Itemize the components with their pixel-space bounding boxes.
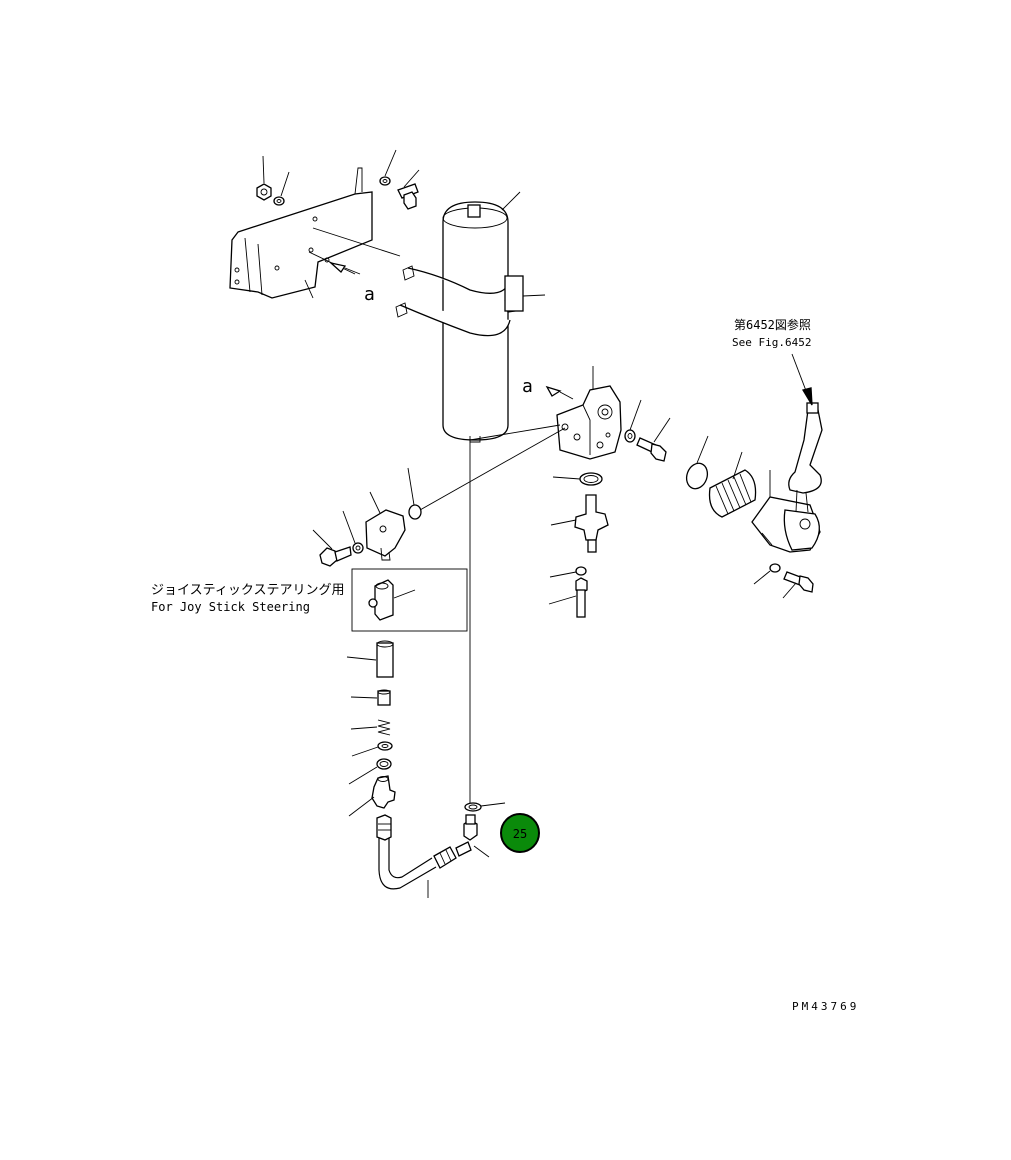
valve-block	[556, 366, 622, 460]
bracket-bolt	[397, 183, 419, 210]
callout-number[interactable]: 25	[513, 827, 527, 841]
elbow-adapter	[463, 814, 478, 841]
callout-circle[interactable]	[500, 813, 540, 853]
valve-bolt	[636, 417, 671, 462]
bracket-washer	[273, 196, 285, 206]
callout-badge-25[interactable]: 25	[500, 813, 540, 853]
stack-washer	[351, 741, 393, 757]
elbow-block	[365, 491, 406, 561]
reference-arrow	[791, 353, 813, 406]
stack-oring	[348, 758, 392, 785]
valve-to-oring-line	[419, 427, 566, 511]
valve-cartridge	[550, 494, 609, 553]
spring	[350, 719, 391, 736]
filter-housing	[751, 470, 821, 553]
valve-washer	[624, 399, 642, 443]
tee-connector	[348, 775, 396, 817]
filter-oring	[685, 435, 709, 490]
view-a-label-valve: a	[522, 376, 533, 397]
mounting-bracket	[229, 167, 373, 299]
bracket-leaders	[262, 149, 420, 299]
reference-note-jp: 第6452図参照	[734, 317, 811, 332]
spool	[350, 689, 391, 706]
valve-to-tank-line	[469, 424, 561, 441]
bracket-washer-2	[379, 176, 391, 186]
joystick-option-box	[351, 568, 468, 632]
elbow-washer	[342, 510, 364, 554]
view-a-label-bracket: a	[364, 284, 375, 305]
cartridge-bolt	[548, 577, 588, 618]
joystick-tee-fitting	[368, 579, 416, 621]
reference-note-en: See Fig.6452	[732, 336, 811, 349]
valve-oring	[552, 472, 603, 486]
view-arrow-bracket	[328, 261, 361, 275]
sleeve	[346, 640, 394, 678]
filter-bolt	[782, 571, 814, 599]
drawing-number: PM43769	[792, 1000, 859, 1013]
hydraulic-hose	[376, 814, 490, 898]
cartridge-washer	[549, 566, 587, 578]
filter-element	[708, 451, 757, 518]
small-oring	[407, 467, 422, 520]
view-arrow-valve	[545, 385, 574, 400]
joystick-note-jp: ジョイスティックステアリング用	[151, 583, 344, 598]
adapter-oring	[464, 802, 506, 812]
joystick-note-en: For Joy Stick Steering	[151, 600, 310, 614]
bracket-nut	[256, 183, 272, 201]
elbow-bolt	[312, 529, 352, 567]
mounting-clamps	[395, 191, 546, 337]
filter-stem	[788, 402, 823, 513]
filter-washer	[753, 563, 781, 585]
